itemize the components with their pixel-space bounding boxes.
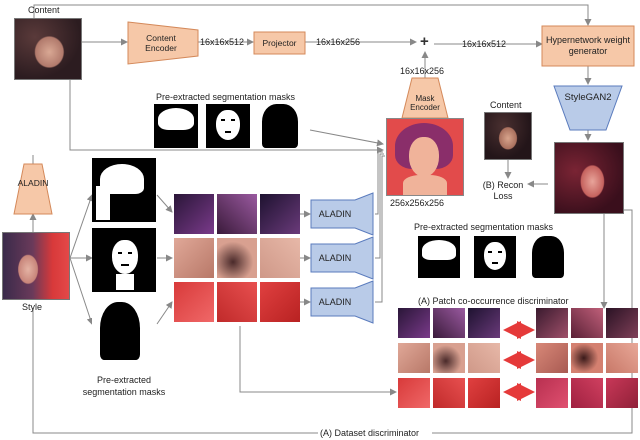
premasks-top-label: Pre-extracted segmentation masks [156,92,296,102]
premasks-left-label: Pre-extracted segmentation masks [82,375,166,397]
dim-projector: 16x16x256 [316,37,361,47]
generated-output-photo [554,142,624,214]
hypernetwork-shape [541,25,635,67]
stylegan-label: StyleGAN2 [564,91,612,103]
left-mask-hair [92,158,156,222]
top-mask-body [258,104,302,148]
aladin-3-shape [310,280,374,324]
content-photo-right [484,112,532,160]
style-patches-grid [174,194,300,326]
aladin-1-label: ALADIN [318,209,352,219]
mask-encoder-label: Mask Encoder [410,94,440,112]
aladin-1-shape [310,192,374,236]
dim-mask: 16x16x256 [400,66,445,76]
aladin-2-label: ALADIN [318,253,352,263]
projector-label: Projector [262,38,297,48]
aladin-3-label: ALADIN [318,297,352,307]
content-encoder-shape [127,21,199,65]
left-mask-face [92,228,156,292]
recon-loss-label: (B) Recon Loss [482,180,524,201]
right-mask-hair [418,236,460,278]
left-mask-body [92,298,156,362]
dim-sum: 16x16x512 [462,39,507,49]
content-photo [14,18,82,80]
dataset-disc-label: (A) Dataset discriminator [320,428,420,438]
premasks-right-label: Pre-extracted segmentation masks [414,222,554,232]
top-mask-hair [154,104,198,148]
content-encoder-label: Content Encoder [145,33,177,53]
label-content-top: Content [28,5,60,15]
aladin-left-label: ALADIN [17,178,49,188]
mask-size-label: 256x256x256 [390,198,445,208]
plus-sign: + [420,33,429,50]
stylegan-shape [553,85,623,131]
right-mask-face [474,236,516,278]
style-photo [2,232,70,300]
style-label: Style [22,302,43,312]
dim-content: 16x16x512 [200,37,245,47]
disc-patches-right [536,308,640,408]
aladin-left-shape [13,163,53,215]
aladin-2-shape [310,236,374,280]
top-mask-face [206,104,250,148]
projector-shape [253,31,306,55]
disc-patches-left [398,308,502,408]
segmentation-color-mask [386,118,464,196]
right-mask-body [528,236,570,278]
patch-disc-label: (A) Patch co-occurrence discriminator [418,296,569,306]
hypernetwork-label: Hypernetwork weight generator [545,35,631,56]
content-right-label: Content [490,100,522,110]
